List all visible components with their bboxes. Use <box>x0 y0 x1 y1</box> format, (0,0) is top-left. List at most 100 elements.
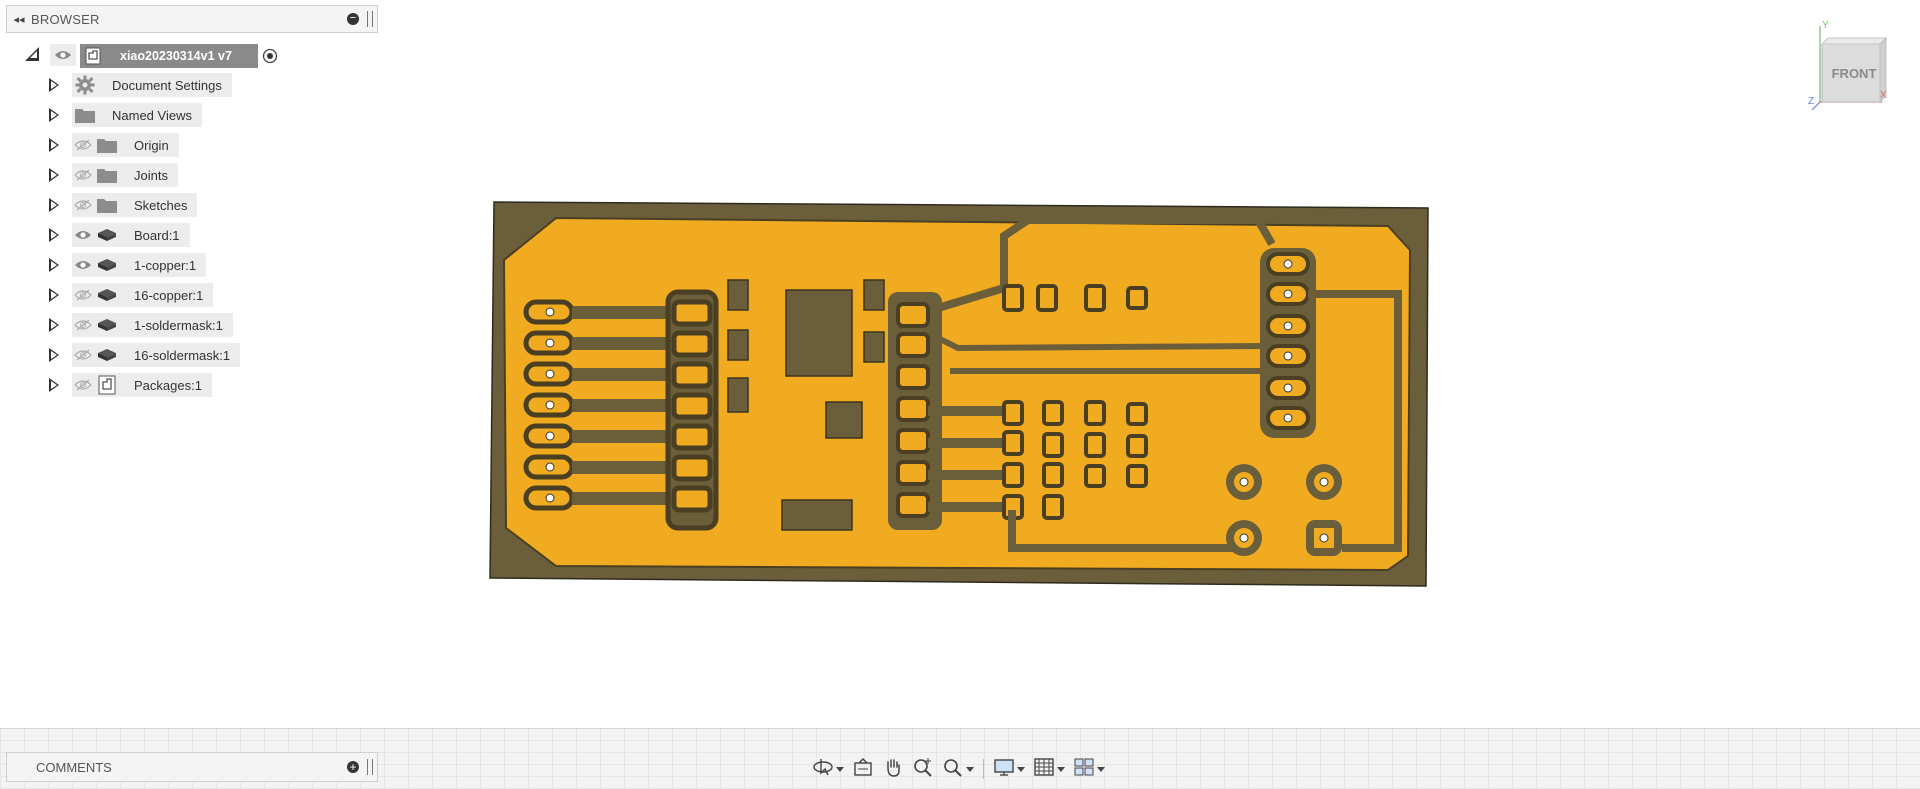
y-axis-label: Y <box>1822 20 1829 31</box>
collapsed-arrow-icon[interactable] <box>49 108 59 122</box>
viewcube-face[interactable] <box>1821 43 1881 103</box>
folder-icon <box>72 103 98 127</box>
folder-icon <box>94 133 120 157</box>
tree-item-label: Document Settings <box>112 77 222 93</box>
right-module <box>888 216 1402 556</box>
root-component-chip[interactable]: xiao20230314v1 v7 <box>80 44 258 68</box>
tree-item-label: 1-copper:1 <box>134 257 197 273</box>
tree-item-chip[interactable]: 1-copper:1 <box>72 253 207 277</box>
eye-hidden-icon[interactable] <box>72 373 94 397</box>
zoom-button[interactable] <box>910 755 936 783</box>
display-settings-button[interactable] <box>991 755 1027 783</box>
collapsed-arrow-icon[interactable] <box>49 258 59 272</box>
chevron-down-icon[interactable] <box>1097 766 1105 772</box>
collapsed-arrow-icon[interactable] <box>49 138 59 152</box>
tree-item-label: Joints <box>134 167 168 183</box>
orbit-icon <box>812 756 834 783</box>
viewcube[interactable]: FRONT Y X Z <box>1808 20 1888 111</box>
tree-item-chip[interactable]: Document Settings <box>72 73 232 97</box>
component-icon <box>94 373 120 397</box>
z-axis-line <box>1811 101 1821 111</box>
chevron-down-icon[interactable] <box>966 766 974 772</box>
eye-hidden-icon[interactable] <box>72 193 94 217</box>
eye-hidden-icon[interactable] <box>72 313 94 337</box>
comments-title: COMMENTS <box>36 759 112 775</box>
panel-grip-icon[interactable] <box>367 11 373 27</box>
mid-components <box>727 279 885 531</box>
pan-icon <box>882 756 904 783</box>
chip-icon <box>94 253 120 277</box>
comments-panel[interactable]: COMMENTS + <box>6 752 378 782</box>
pan-button[interactable] <box>880 755 906 783</box>
chip-icon <box>94 343 120 367</box>
fit-button[interactable] <box>940 755 976 783</box>
tree-item-label: Origin <box>134 137 169 153</box>
x-axis-label: X <box>1880 90 1887 101</box>
tree-item-chip[interactable]: Joints <box>72 163 178 187</box>
eye-hidden-icon[interactable] <box>72 343 94 367</box>
tree-item-chip[interactable]: Packages:1 <box>72 373 212 397</box>
tree-item-chip[interactable]: Sketches <box>72 193 198 217</box>
tree-item-chip[interactable]: 16-copper:1 <box>72 283 214 307</box>
toolbar-divider <box>983 759 984 779</box>
browser-title: BROWSER <box>31 11 100 27</box>
fit-icon <box>942 756 964 783</box>
z-axis-label: Z <box>1808 96 1815 107</box>
tree-item-label: Board:1 <box>134 227 180 243</box>
tree-item-chip[interactable]: Board:1 <box>72 223 190 247</box>
chevron-down-icon[interactable] <box>1017 766 1025 772</box>
viewports-button[interactable] <box>1071 755 1107 783</box>
folder-icon <box>94 163 120 187</box>
grid-icon <box>1033 756 1055 783</box>
collapsed-arrow-icon[interactable] <box>49 198 59 212</box>
tree-item-label: 16-soldermask:1 <box>134 347 231 363</box>
navigation-toolbar <box>810 754 1107 784</box>
collapsed-arrow-icon[interactable] <box>49 288 59 302</box>
eye-icon[interactable] <box>50 44 76 66</box>
collapsed-arrow-icon[interactable] <box>49 318 59 332</box>
eye-hidden-icon[interactable] <box>72 283 94 307</box>
tree-root-row[interactable]: xiao20230314v1 v7 <box>0 42 300 68</box>
gear-icon <box>72 73 98 97</box>
eye-icon[interactable] <box>72 223 94 247</box>
collapse-panel-icon[interactable]: ◂◂ <box>13 13 25 26</box>
viewcube-face-label: FRONT <box>1831 66 1877 81</box>
tree-item-chip[interactable]: Named Views <box>72 103 202 127</box>
collapsed-arrow-icon[interactable] <box>49 168 59 182</box>
eye-hidden-icon[interactable] <box>72 163 94 187</box>
eye-icon[interactable] <box>72 253 94 277</box>
tree-item-chip[interactable]: 16-soldermask:1 <box>72 343 241 367</box>
tree-item-label: Sketches <box>134 197 188 213</box>
activate-radio-icon[interactable] <box>262 48 278 64</box>
collapsed-arrow-icon[interactable] <box>49 348 59 362</box>
collapsed-arrow-icon[interactable] <box>49 78 59 92</box>
component-icon <box>80 44 106 68</box>
chevron-down-icon[interactable] <box>1057 766 1065 772</box>
chip-icon <box>94 283 120 307</box>
left-smd-pads <box>665 289 719 531</box>
left-header-holes <box>545 307 555 503</box>
add-comment-icon[interactable]: + <box>347 761 359 773</box>
zoom-icon <box>912 756 934 783</box>
grid-button[interactable] <box>1031 755 1067 783</box>
tree-item-chip[interactable]: Origin <box>72 133 179 157</box>
eye-hidden-icon[interactable] <box>72 133 94 157</box>
chevron-down-icon[interactable] <box>836 766 844 772</box>
orbit-button[interactable] <box>810 755 846 783</box>
chip-icon <box>94 223 120 247</box>
pcb-board-model[interactable] <box>488 198 1432 588</box>
minimize-icon[interactable]: − <box>347 13 359 25</box>
look-at-icon <box>852 756 874 783</box>
root-label: xiao20230314v1 v7 <box>120 49 232 63</box>
browser-panel-header[interactable]: ◂◂ BROWSER − <box>6 5 378 33</box>
panel-grip-icon[interactable] <box>367 759 373 775</box>
expanded-arrow-icon[interactable] <box>25 47 39 61</box>
display-settings-icon <box>993 756 1015 783</box>
collapsed-arrow-icon[interactable] <box>49 228 59 242</box>
tree-item-label: 1-soldermask:1 <box>134 317 223 333</box>
chip-icon <box>94 313 120 337</box>
collapsed-arrow-icon[interactable] <box>49 378 59 392</box>
folder-icon <box>94 193 120 217</box>
look-at-button[interactable] <box>850 755 876 783</box>
tree-item-chip[interactable]: 1-soldermask:1 <box>72 313 233 337</box>
